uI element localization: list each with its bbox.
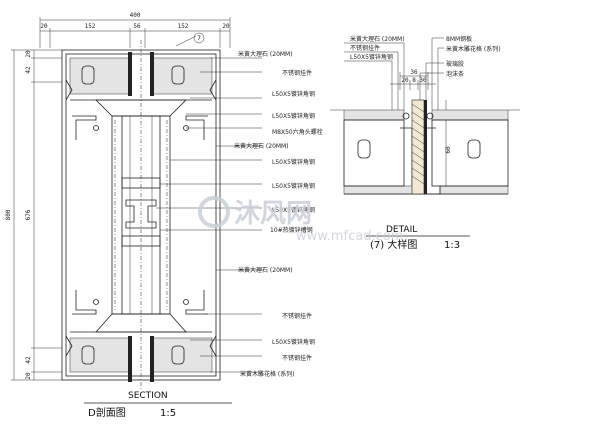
detail-callout-right-1: 8MM钢板 [446,35,472,43]
callout-7: L50X5镀锌角钢 [272,158,315,166]
section-top-dimensions: 400 20 152 56 152 20 [39,12,231,48]
steel-core [111,115,171,315]
detail-callout-right-3: 玻璃胶 [446,60,464,68]
callout-10: 10#热镀锌槽钢 [270,226,313,234]
dim-a: 152 [85,23,96,30]
marble-frame [61,40,221,390]
dim-c: 152 [178,23,189,30]
dim-top-a: 20 [25,50,32,58]
detail-callout-right-2: 米黄木雕花格 (系列) [446,45,501,53]
callout-12: 不锈钢挂件 [282,312,312,320]
section-callouts: 米黄大理石 (20MM) 不锈钢挂件 L50X5镀锌角钢 L50X5镀锌角钢 M… [234,50,323,378]
detail-dim-b: 20 [401,77,409,84]
callout-8: L50X5镀锌角钢 [272,182,315,190]
callout-9: L50X5镀锌角钢 [272,206,315,214]
detail-drawing: 米黄大理石 (20MM) 不锈钢挂件 L50X5镀锌角钢 8MM钢板 米黄木雕花… [330,35,520,251]
section-left-dimensions: 800 20 42 676 42 20 [5,49,62,381]
dim-b: 56 [133,23,141,30]
dim-right-edge: 20 [222,23,230,30]
detail-dim-c: 8 [412,77,416,84]
dim-overall-height: 800 [5,209,12,220]
watermark-url: www.mfcad.com [296,229,403,244]
callout-4: L50X5镀锌角钢 [272,112,315,120]
detail-dim-d: 30 [419,77,427,84]
top-fixing-blocks [69,52,213,117]
section-title: SECTION D剖面图 1:5 [84,391,232,419]
detail-dim-a: 36 [410,69,418,76]
dim-top-b: 42 [25,66,32,74]
detail-callout-right-4: 泡沫条 [446,70,464,78]
side-brackets [65,79,217,357]
section-title-en: SECTION [128,391,168,401]
section-scale: 1:5 [160,408,176,419]
detail-callout-left-2: 不锈钢挂件 [350,44,380,52]
detail-scale: 1:3 [444,240,460,251]
callout-11: 米黄大理石 (20MM) [238,266,293,274]
watermark-brand: 沐风网 [234,199,312,229]
callout-5: M8X50六角头螺栓 [272,128,323,136]
detail-callout-left-3: L50X5镀锌角钢 [350,53,393,61]
grid-bubble-label: 7 [197,35,201,42]
detail-core [402,99,434,195]
callout-3: L50X5镀锌角钢 [272,90,315,98]
detail-title-cn: (7) 大样图 [370,238,417,251]
detail-title: DETAIL (7) 大样图 1:3 [366,225,470,251]
section-leaders [156,57,262,373]
detail-callouts-left: 米黄大理石 (20MM) 不锈钢挂件 L50X5镀锌角钢 [344,35,405,110]
detail-callouts-right: 8MM钢板 米黄木雕花格 (系列) 玻璃胶 泡沫条 [419,35,501,110]
section-title-cn: D剖面图 [88,406,126,419]
callout-15: 米黄木雕花格 (系列) [240,370,295,378]
grid-bubble: 7 [175,32,205,47]
dim-bot-b: 42 [25,356,32,364]
dim-overall-width: 400 [130,12,141,19]
callout-13: L50X5镀锌角钢 [272,338,315,346]
watermark: 沐风网 www.mfcad.com [198,196,403,244]
detail-callout-left-1: 米黄大理石 (20MM) [350,35,405,43]
section-drawing: 400 20 152 56 152 20 7 800 20 42 676 [5,12,323,419]
callout-14: 不锈钢挂件 [282,354,312,362]
detail-title-en: DETAIL [386,225,417,235]
callout-2: 不锈钢挂件 [282,69,312,77]
callout-6: 米黄大理石 (20MM) [234,142,289,150]
dim-bot-a: 20 [25,372,32,380]
dim-middle: 676 [25,209,32,220]
callout-1: 米黄大理石 (20MM) [238,50,293,58]
bottom-fixing-blocks [69,313,213,382]
dim-left-edge: 20 [40,23,48,30]
detail-dim-e: 60 [445,146,452,154]
